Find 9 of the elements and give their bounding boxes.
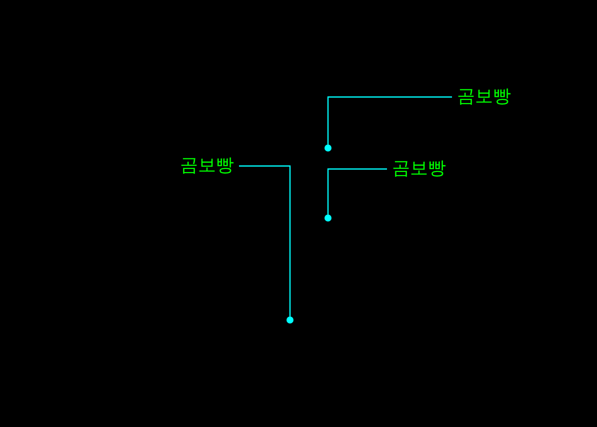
callout-label: 곰보빵 bbox=[180, 155, 234, 177]
leader-line bbox=[327, 96, 452, 144]
callout-label: 곰보빵 bbox=[457, 86, 511, 108]
leader-line bbox=[239, 165, 291, 316]
callout-label: 곰보빵 bbox=[392, 158, 446, 180]
leader-dot bbox=[324, 214, 332, 222]
leader-dot bbox=[286, 316, 294, 324]
leader-line bbox=[327, 168, 387, 214]
leader-dot bbox=[324, 144, 332, 152]
